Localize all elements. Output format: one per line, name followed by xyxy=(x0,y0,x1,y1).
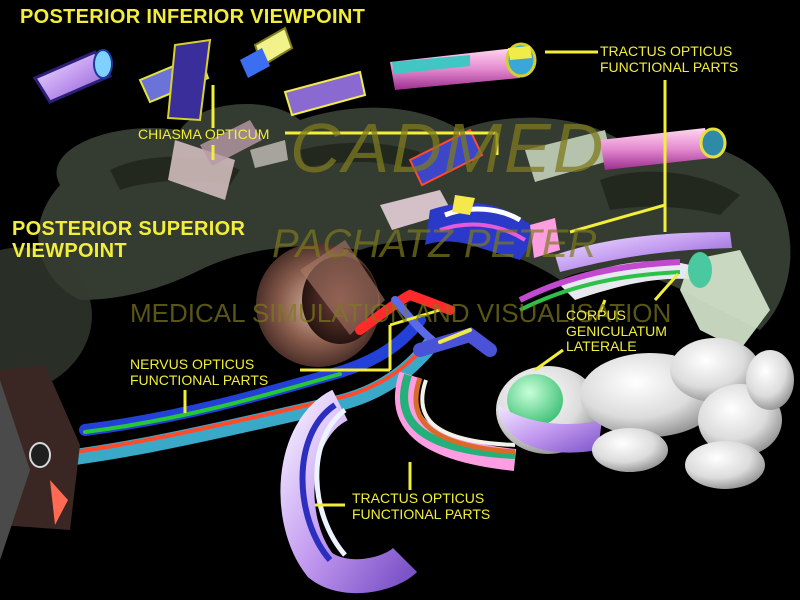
watermark-brand: CADMED xyxy=(290,109,606,187)
label-corpus-geniculatum-laterale: CORPUS GENICULATUM LATERALE xyxy=(566,307,667,355)
label-nervus-opticus: NERVUS OPTICUS FUNCTIONAL PARTS xyxy=(130,356,269,388)
tractus-opticus-bottom-model xyxy=(280,371,517,594)
watermark-tagline: MEDICAL SIMULATION AND VISUALISATION xyxy=(130,298,672,328)
watermark-author: PACHATZ PETER xyxy=(272,222,598,266)
label-posterior-inferior-viewpoint: POSTERIOR INFERIOR VIEWPOINT xyxy=(20,6,366,28)
left-edge-model-fragment xyxy=(0,365,80,560)
eye-globe-model xyxy=(256,240,385,367)
chiasma-central-model xyxy=(380,190,560,260)
label-tractus-opticus-top: TRACTUS OPTICUS FUNCTIONAL PARTS xyxy=(600,43,739,75)
leader-lines xyxy=(183,50,680,507)
corpus-geniculatum-model xyxy=(496,232,794,489)
tractus-opticus-top-model xyxy=(283,42,727,187)
label-chiasma-opticum: CHIASMA OPTICUM xyxy=(138,126,270,142)
label-posterior-superior-viewpoint: POSTERIOR SUPERIOR VIEWPOINT xyxy=(12,218,246,263)
label-tractus-opticus-bottom: TRACTUS OPTICUS FUNCTIONAL PARTS xyxy=(352,490,491,522)
posterior-inferior-chiasma-model xyxy=(32,26,294,200)
